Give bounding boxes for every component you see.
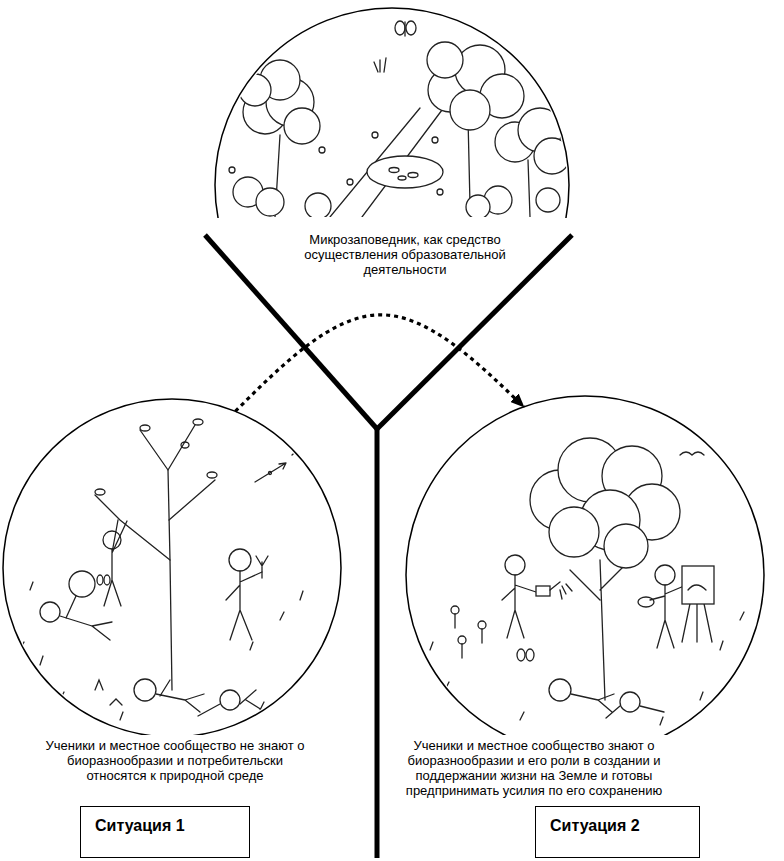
divider-line (205, 235, 378, 430)
situation-circle: Ученики и местное сообщество знают о био… (390, 395, 770, 802)
child-with-slingshot (226, 549, 268, 640)
grass (20, 582, 303, 720)
flowers (451, 606, 486, 658)
child-watering (502, 555, 572, 638)
tree (530, 438, 680, 700)
circle-caption: Ученики и местное сообщество знают о био… (393, 738, 675, 798)
circle-outline (405, 395, 765, 735)
circle-outline (214, 7, 570, 218)
pond (367, 156, 443, 188)
garden-illustration (229, 21, 570, 217)
consumer-scene-illustration (20, 419, 324, 720)
flowers (229, 58, 443, 195)
divider-line (375, 428, 380, 858)
circle-caption: Микрозаповедник, как средство осуществле… (285, 232, 525, 277)
bird-and-stone (255, 451, 324, 482)
bushes (233, 177, 560, 217)
caring-scene-illustration (430, 430, 744, 725)
reserve-circle: Микрозаповедник, как средство осуществле… (214, 7, 570, 281)
child-with-net (40, 571, 112, 640)
butterfly (395, 21, 416, 36)
garden-path (330, 108, 442, 217)
butterfly (517, 649, 534, 661)
situation-circle: Ученики и местное сообщество не знают о … (2, 398, 342, 787)
situation-box: Ситуация 2 (535, 806, 700, 858)
circle-caption: Ученики и местное сообщество не знают о … (45, 738, 305, 783)
situation-label: Ситуация 1 (95, 816, 185, 836)
circle-outline (215, 8, 569, 218)
circle-outline (2, 398, 342, 735)
child-hanging (103, 520, 127, 606)
children-on-ground (549, 679, 664, 718)
situation-box: Ситуация 1 (80, 806, 250, 858)
bird (680, 430, 725, 455)
circle-outline (3, 399, 341, 735)
tree (95, 419, 217, 690)
situation-label: Ситуация 2 (550, 816, 640, 836)
circle-outline (406, 396, 764, 735)
child-painting (638, 565, 714, 648)
children-on-ground (95, 679, 262, 716)
dotted-arrow (235, 315, 523, 412)
